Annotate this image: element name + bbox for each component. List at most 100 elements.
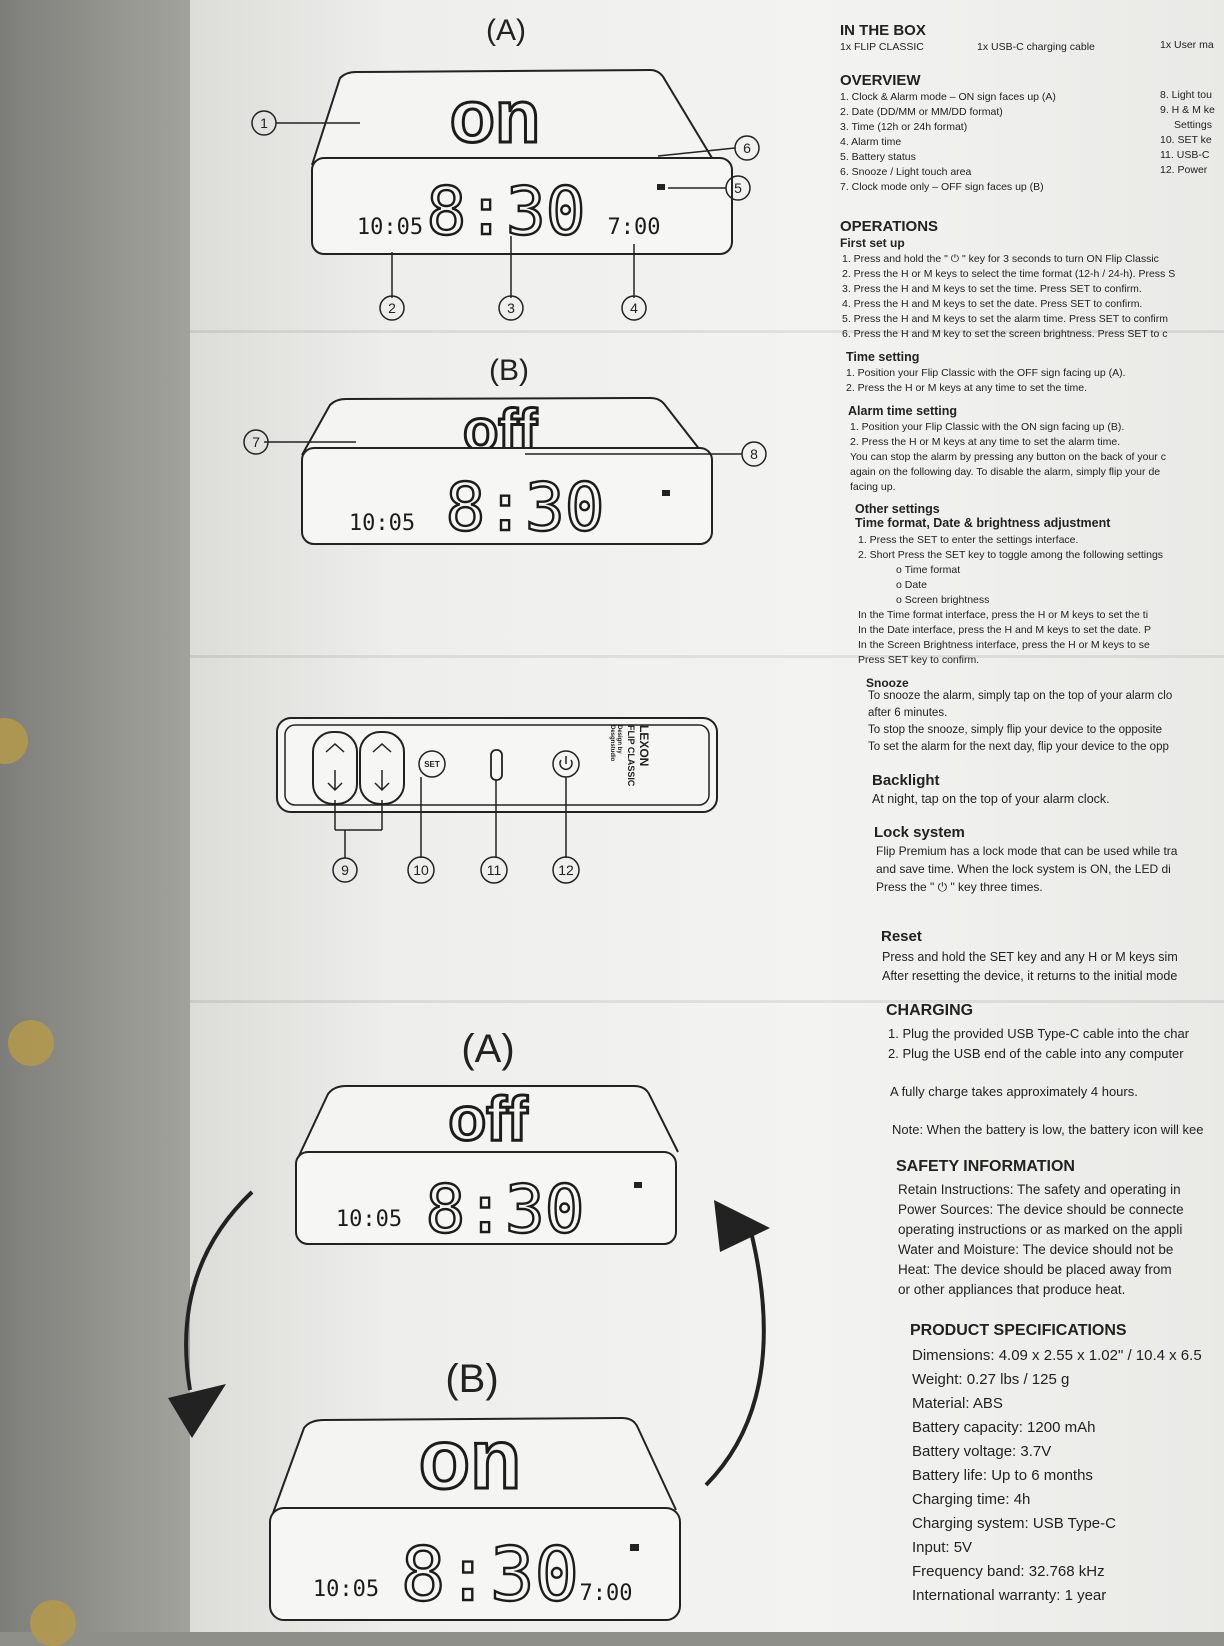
svg-text:12: 12 — [558, 862, 574, 878]
overview-item: Settings — [1174, 119, 1212, 131]
other-settings-option: o Date — [896, 579, 927, 591]
snooze-line: To stop the snooze, simply flip your dev… — [868, 724, 1163, 736]
callout-1: 1 — [251, 110, 277, 136]
svg-text:FLIP CLASSIC: FLIP CLASSIC — [626, 725, 636, 787]
clock-display — [301, 447, 713, 545]
svg-text:Desgnstudio: Desgnstudio — [609, 725, 615, 762]
callout-2: 2 — [379, 295, 405, 321]
battery-icon — [662, 490, 670, 496]
spec-line: Dimensions: 4.09 x 2.55 x 1.02" / 10.4 x… — [912, 1347, 1202, 1364]
arrow-head-right — [714, 1200, 770, 1252]
spec-line: Charging system: USB Type-C — [912, 1515, 1116, 1532]
label-b: (B) — [489, 354, 529, 387]
lock-line: and save time. When the lock system is O… — [876, 862, 1171, 876]
clock-back-panel: SET LEXON FLIP CLASSIC Design by Desgnst… — [276, 717, 718, 884]
flip-diagram-b: (B) on 8:30 10:05 7:00 — [269, 1357, 681, 1621]
back-branding: LEXON FLIP CLASSIC Design by Desgnstudio — [609, 725, 651, 787]
svg-text:7: 7 — [252, 434, 260, 450]
snooze-line: after 6 minutes. — [868, 707, 948, 719]
callout-8: 8 — [741, 441, 767, 467]
date-readout: 10:05 — [336, 1207, 402, 1232]
alarm-setting-line: facing up. — [850, 481, 896, 493]
svg-text:3: 3 — [507, 300, 515, 316]
svg-text:5: 5 — [734, 180, 742, 196]
spec-line: Charging time: 4h — [912, 1491, 1031, 1508]
other-settings-line: Press SET key to confirm. — [858, 654, 980, 666]
reset-line: Press and hold the SET key and any H or … — [882, 950, 1178, 964]
safety-line: operating instructions or as marked on t… — [898, 1222, 1183, 1237]
svg-text:LEXON: LEXON — [637, 725, 651, 766]
date-readout: 10:05 — [349, 511, 415, 536]
svg-text:9: 9 — [341, 862, 349, 878]
in-the-box-title: IN THE BOX — [840, 22, 926, 39]
alarm-setting-line: You can stop the alarm by pressing any b… — [850, 451, 1166, 463]
callout-12: 12 — [552, 856, 580, 884]
flip-arrow-left — [184, 1190, 254, 1391]
charging-duration: A fully charge takes approximately 4 hou… — [890, 1084, 1138, 1099]
callout-6: 6 — [734, 135, 760, 161]
label-a: (A) — [461, 1027, 514, 1071]
callout-11: 11 — [480, 856, 508, 884]
svg-text:11: 11 — [487, 862, 502, 878]
safety-line: Heat: The device should be placed away f… — [898, 1262, 1172, 1277]
other-settings-line: 2. Short Press the SET key to toggle amo… — [858, 549, 1164, 561]
overview-item: 8. Light tou — [1160, 89, 1212, 101]
charging-title: CHARGING — [886, 1002, 974, 1019]
arrow-head-left — [168, 1384, 226, 1438]
battery-icon — [657, 184, 665, 190]
svg-text:SET: SET — [424, 760, 440, 769]
label-a: (A) — [486, 14, 526, 47]
overview-item: 2. Date (DD/MM or MM/DD format) — [840, 106, 1003, 118]
alarm-readout: 7:00 — [580, 1581, 633, 1606]
specs-title: PRODUCT SPECIFICATIONS — [910, 1322, 1127, 1339]
overview-item: 1. Clock & Alarm mode – ON sign faces up… — [840, 91, 1056, 103]
spec-line: Battery life: Up to 6 months — [912, 1467, 1093, 1484]
overview-item: 7. Clock mode only – OFF sign faces up (… — [840, 181, 1044, 193]
label-b: (B) — [445, 1357, 498, 1401]
spec-line: Material: ABS — [912, 1395, 1003, 1412]
first-setup-subtitle: First set up — [840, 236, 905, 250]
time-readout: 8:30 — [446, 469, 605, 546]
clock-display — [295, 1151, 677, 1245]
spec-line: Weight: 0.27 lbs / 125 g — [912, 1371, 1070, 1388]
alarm-setting-title: Alarm time setting — [848, 404, 958, 418]
other-settings-line: In the Screen Brightness interface, pres… — [858, 639, 1150, 651]
charging-note: Note: When the battery is low, the batte… — [892, 1122, 1204, 1137]
svg-text:2: 2 — [388, 300, 396, 316]
callout-10: 10 — [407, 856, 435, 884]
time-setting-title: Time setting — [846, 350, 920, 364]
other-settings-subtitle: Time format, Date & brightness adjustmen… — [855, 516, 1111, 530]
alarm-setting-line: again on the following day. To disable t… — [850, 466, 1161, 478]
callout-5: 5 — [725, 175, 751, 201]
overview-title: OVERVIEW — [840, 72, 921, 89]
box-item: 1x User ma — [1160, 39, 1214, 51]
other-settings-title: Other settings — [855, 502, 940, 516]
safety-title: SAFETY INFORMATION — [896, 1158, 1075, 1175]
safety-line: Power Sources: The device should be conn… — [898, 1202, 1184, 1217]
other-settings-line: In the Time format interface, press the … — [858, 609, 1149, 621]
spec-line: Battery voltage: 3.7V — [912, 1443, 1052, 1460]
operations-title: OPERATIONS — [840, 218, 939, 235]
charging-line: 1. Plug the provided USB Type-C cable in… — [888, 1026, 1190, 1041]
time-setting-step: 1. Position your Flip Classic with the O… — [846, 367, 1126, 379]
charging-line: 2. Plug the USB end of the cable into an… — [888, 1046, 1184, 1061]
other-settings-line: 1. Press the SET to enter the settings i… — [858, 534, 1079, 546]
operations-step: 4. Press the H and M keys to set the dat… — [842, 298, 1143, 310]
alarm-setting-line: 2. Press the H or M keys at any time to … — [850, 436, 1121, 448]
overview-item: 10. SET ke — [1160, 134, 1212, 146]
callout-9: 9 — [332, 857, 358, 883]
spec-line: Battery capacity: 1200 mAh — [912, 1419, 1096, 1436]
fold-line — [190, 1000, 1224, 1003]
time-readout: 8:30 — [401, 1532, 579, 1618]
reset-title: Reset — [881, 928, 922, 945]
other-settings-line: In the Date interface, press the H and M… — [858, 624, 1151, 636]
power-icon — [559, 756, 573, 770]
callout-4: 4 — [621, 295, 647, 321]
fold-line — [190, 330, 1224, 333]
lock-line: Flip Premium has a lock mode that can be… — [876, 844, 1178, 858]
other-settings-option: o Time format — [896, 564, 961, 576]
snooze-title: Snooze — [866, 676, 909, 690]
time-readout: 8:30 — [426, 1171, 585, 1248]
battery-icon — [630, 1544, 639, 1551]
svg-text:10: 10 — [413, 862, 429, 878]
